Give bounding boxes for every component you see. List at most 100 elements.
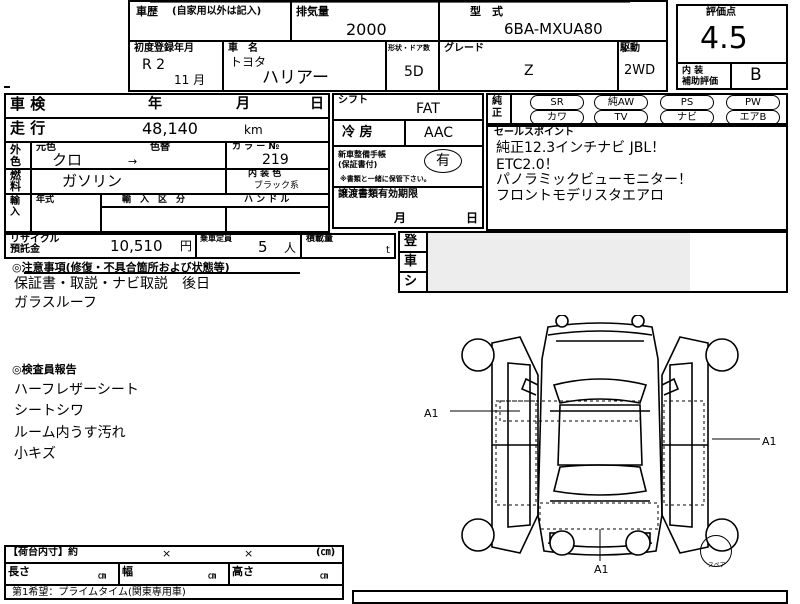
color-code-label: カ ラ ー № bbox=[232, 142, 280, 152]
color-arrow: → bbox=[128, 155, 138, 168]
ac-value: AAC bbox=[424, 125, 454, 141]
sales-point-3: パノラミックビューモニター！ bbox=[496, 172, 692, 188]
registration-label: 初度登録年月 bbox=[134, 43, 194, 54]
color-change-label: 色替 bbox=[150, 142, 170, 153]
color-code-value: 219 bbox=[262, 152, 289, 168]
middle-spec-box bbox=[332, 93, 484, 229]
model-label: 型 式 bbox=[470, 5, 503, 18]
caution-line-1: 保証書・取説・ナビ取説 後日 bbox=[14, 276, 210, 292]
equipment-ps: PS bbox=[660, 95, 714, 110]
recycle-box bbox=[4, 233, 396, 259]
damage-mark-right: A1 bbox=[762, 435, 777, 448]
equipment-navi: ナビ bbox=[660, 110, 714, 125]
cargo-width-unit: ㎝ bbox=[208, 571, 216, 580]
sales-point-4: フロントモデリスタエアロ bbox=[496, 188, 664, 204]
warranty-label: 新車整備手帳 (保証書付) bbox=[338, 150, 386, 169]
owner-label-1: 登 bbox=[404, 234, 418, 249]
inspector-line-1: ハーフレザーシート bbox=[14, 382, 139, 398]
handle-label: ハ ン ド ル bbox=[244, 195, 290, 205]
warranty-circle: 有 bbox=[424, 149, 462, 173]
owner-label-3: シ bbox=[404, 274, 418, 289]
load-label: 積載量 bbox=[306, 234, 334, 244]
mileage-unit: km bbox=[244, 123, 263, 137]
shift-value: FAT bbox=[416, 101, 440, 117]
bottom-right-box bbox=[352, 590, 788, 604]
fuel-value: ガソリン bbox=[62, 172, 123, 190]
redacted-area bbox=[428, 233, 690, 291]
blurred-strip bbox=[150, 0, 630, 3]
cargo-box bbox=[4, 545, 344, 600]
cargo-bottom-text: 第1希望：プライムタイム(関東専用車) bbox=[12, 587, 186, 598]
history-note: (自家用以外は記入) bbox=[172, 6, 262, 17]
import-label: 輸入 bbox=[10, 196, 20, 218]
damage-mark-left: A1 bbox=[424, 407, 439, 420]
import-type-label: 輸 入 区 分 bbox=[122, 195, 186, 205]
recycle-value: 10,510 bbox=[110, 237, 163, 255]
warranty-note: ※書類と一緒に保管下さい。 bbox=[340, 175, 431, 183]
sales-points-box bbox=[486, 125, 788, 231]
owner-box bbox=[398, 231, 788, 293]
registration-month: 11 月 bbox=[174, 73, 206, 87]
import-year-label: 年式 bbox=[36, 195, 55, 205]
mileage-label: 走 行 bbox=[10, 119, 46, 137]
car-name-value: ハリアー bbox=[262, 68, 329, 88]
sales-point-1: 純正12.3インチナビ JBL！ bbox=[496, 140, 666, 156]
equipment-tv: TV bbox=[594, 110, 648, 125]
cargo-width-label: 幅 bbox=[122, 565, 133, 578]
transfer-day: 日 bbox=[466, 211, 479, 225]
original-color-label: 元色 bbox=[36, 142, 56, 153]
grade-label: グレード bbox=[444, 43, 484, 54]
warranty-value: 有 bbox=[436, 153, 450, 169]
capacity-value: 5 bbox=[258, 238, 268, 256]
name-label: 車 名 bbox=[228, 43, 258, 54]
car-body-diagram: A1 A1 A1 bbox=[424, 315, 777, 575]
ac-label: 冷 房 bbox=[342, 125, 373, 140]
cargo-times-2: × bbox=[244, 547, 254, 560]
inspection-day: 日 bbox=[310, 96, 324, 112]
registration-year: R 2 bbox=[142, 57, 166, 73]
cargo-height-unit: ㎝ bbox=[320, 571, 328, 580]
sales-points-label: セールスポイント bbox=[494, 127, 574, 138]
load-unit: t bbox=[386, 245, 390, 256]
spare-label: スペア bbox=[708, 562, 726, 569]
caution-title: ◎注意事項(修復・不具合箇所および状態等) bbox=[12, 261, 230, 274]
left-spec-box bbox=[4, 93, 330, 233]
interior-color-label: 内 装 色 bbox=[248, 169, 282, 179]
equipment-airbag: エアB bbox=[726, 110, 780, 125]
outer-color-label: 外色 bbox=[10, 143, 21, 168]
damage-mark-rear: A1 bbox=[594, 563, 609, 575]
capacity-unit: 人 bbox=[284, 241, 297, 255]
transfer-month: 月 bbox=[394, 211, 407, 225]
spare-tire bbox=[700, 535, 732, 567]
grade-value: Z bbox=[524, 63, 534, 79]
interior-score-label: 内 装 補助評価 bbox=[682, 66, 719, 87]
history-label: 車歴 bbox=[136, 5, 158, 18]
cargo-unit: (㎝) bbox=[316, 547, 336, 558]
equipment-alloy-wheel: 純AW bbox=[594, 95, 648, 110]
inspection-month: 月 bbox=[236, 96, 250, 112]
inspector-title: ◎検査員報告 bbox=[12, 363, 77, 376]
capacity-label: 乗車定員 bbox=[200, 234, 232, 243]
cargo-length-unit: ㎝ bbox=[98, 571, 106, 580]
equipment-leather: カワ bbox=[530, 110, 584, 125]
cargo-title: 【荷台内寸】約 bbox=[8, 547, 78, 558]
score-label: 評価点 bbox=[706, 7, 736, 18]
cargo-length-label: 長さ bbox=[8, 565, 30, 578]
sales-point-2: ETC2.0！ bbox=[496, 157, 559, 173]
equipment-label: 純正 bbox=[492, 96, 502, 119]
original-color-value: クロ bbox=[52, 151, 83, 169]
inspector-line-2: シートシワ bbox=[14, 403, 84, 419]
drive-label: 駆動 bbox=[620, 43, 640, 54]
equipment-sr: SR bbox=[530, 95, 584, 110]
cargo-height-label: 高さ bbox=[232, 565, 254, 578]
doors-label: 形状・ドア数 bbox=[388, 44, 430, 52]
interior-score-value: B bbox=[750, 65, 762, 85]
mileage-value: 48,140 bbox=[142, 119, 198, 138]
equipment-pw: PW bbox=[726, 95, 780, 110]
recycle-label: リサイクル 預託金 bbox=[10, 234, 60, 255]
owner-label-2: 車 bbox=[404, 254, 418, 269]
score-box bbox=[676, 4, 788, 90]
maker-value: トヨタ bbox=[230, 55, 267, 69]
drive-value: 2WD bbox=[624, 63, 656, 78]
recycle-unit: 円 bbox=[180, 239, 193, 253]
